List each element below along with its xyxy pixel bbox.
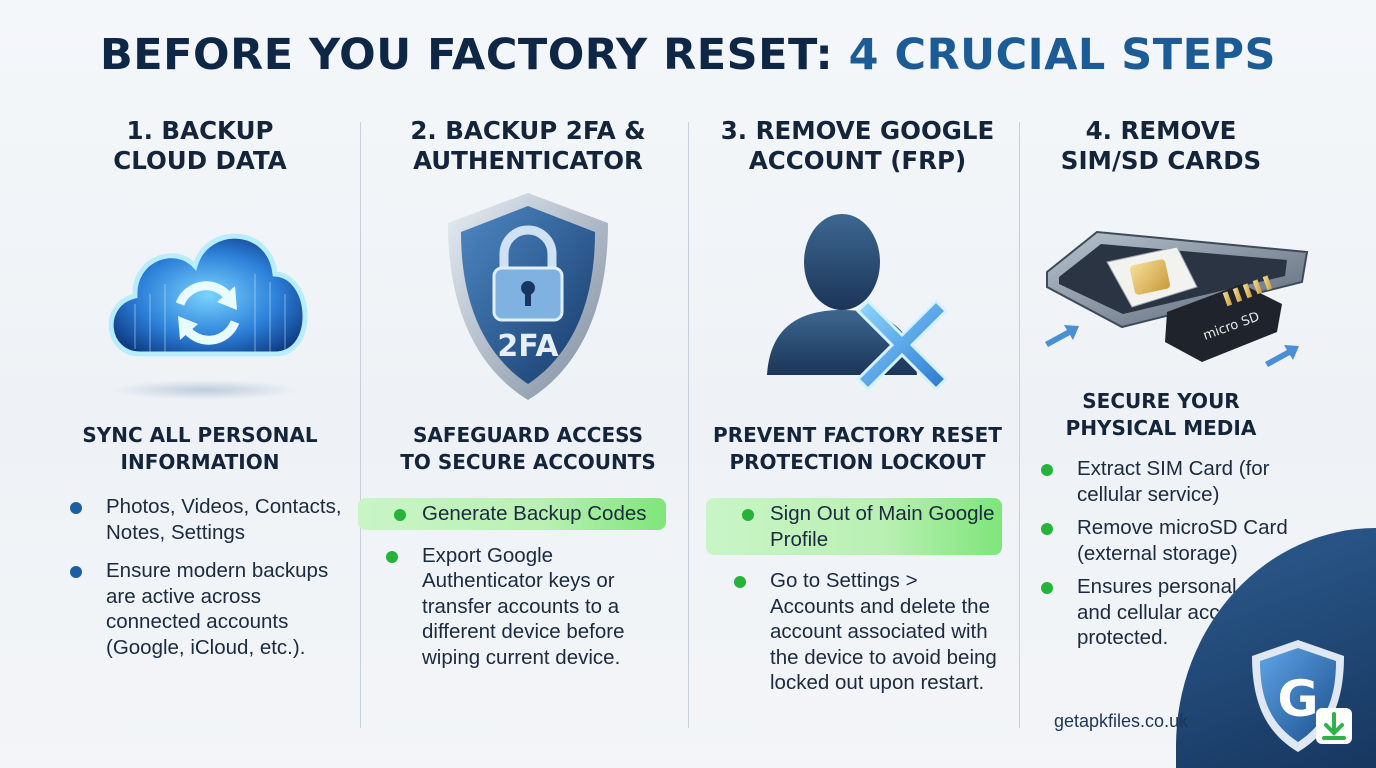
step-bullets: Generate Backup Codes Export Google Auth… [358,498,666,683]
step-bullets: Photos, Videos, Contacts, Notes, Setting… [70,494,360,673]
remove-account-icon [762,200,962,405]
step-heading: 2. BACKUP 2FA &AUTHENTICATOR [410,116,646,175]
page-title: BEFORE YOU FACTORY RESET: 4 CRUCIAL STEP… [100,30,1276,80]
list-item: Remove microSD Card (external storage) [1041,515,1291,566]
g-shield-download-icon[interactable]: G [1250,638,1360,761]
step-2-backup-2fa: 2. BACKUP 2FA &AUTHENTICATOR 2FA SAFEGUA… [358,116,688,756]
bullet-dot [70,502,82,514]
sim-tray-icon: micro SD [1037,192,1317,377]
list-item: Extract SIM Card (for cellular service) [1041,456,1291,507]
bullet-dot [1041,523,1053,535]
list-item: Ensure modern backups are active across … [70,558,360,660]
website-link[interactable]: getapkfiles.co.uk [1054,711,1189,731]
list-item: Export Google Authenticator keys or tran… [386,543,666,671]
shield-lock-icon: 2FA [440,188,616,413]
cloud-sync-icon [95,204,320,409]
bullet-dot [394,509,406,521]
bullet-dot [70,566,82,578]
step-bullets: Sign Out of Main Google Profile Go to Se… [706,498,1002,709]
list-item-highlighted: Sign Out of Main Google Profile [706,498,1002,555]
bullet-dot [386,550,398,563]
bullet-dot [734,576,746,588]
bullet-dot [1041,464,1053,476]
list-item: Photos, Videos, Contacts, Notes, Setting… [70,494,360,545]
column-divider [360,122,361,728]
column-divider [688,122,689,728]
svg-text:2FA: 2FA [497,329,559,364]
bullet-dot [742,509,754,521]
list-item: Go to Settings > Accounts and delete the… [734,568,1002,696]
column-divider [1019,122,1020,728]
list-item-highlighted: Generate Backup Codes [358,498,666,530]
svg-text:G: G [1277,670,1318,728]
bullet-dot [1041,582,1053,594]
